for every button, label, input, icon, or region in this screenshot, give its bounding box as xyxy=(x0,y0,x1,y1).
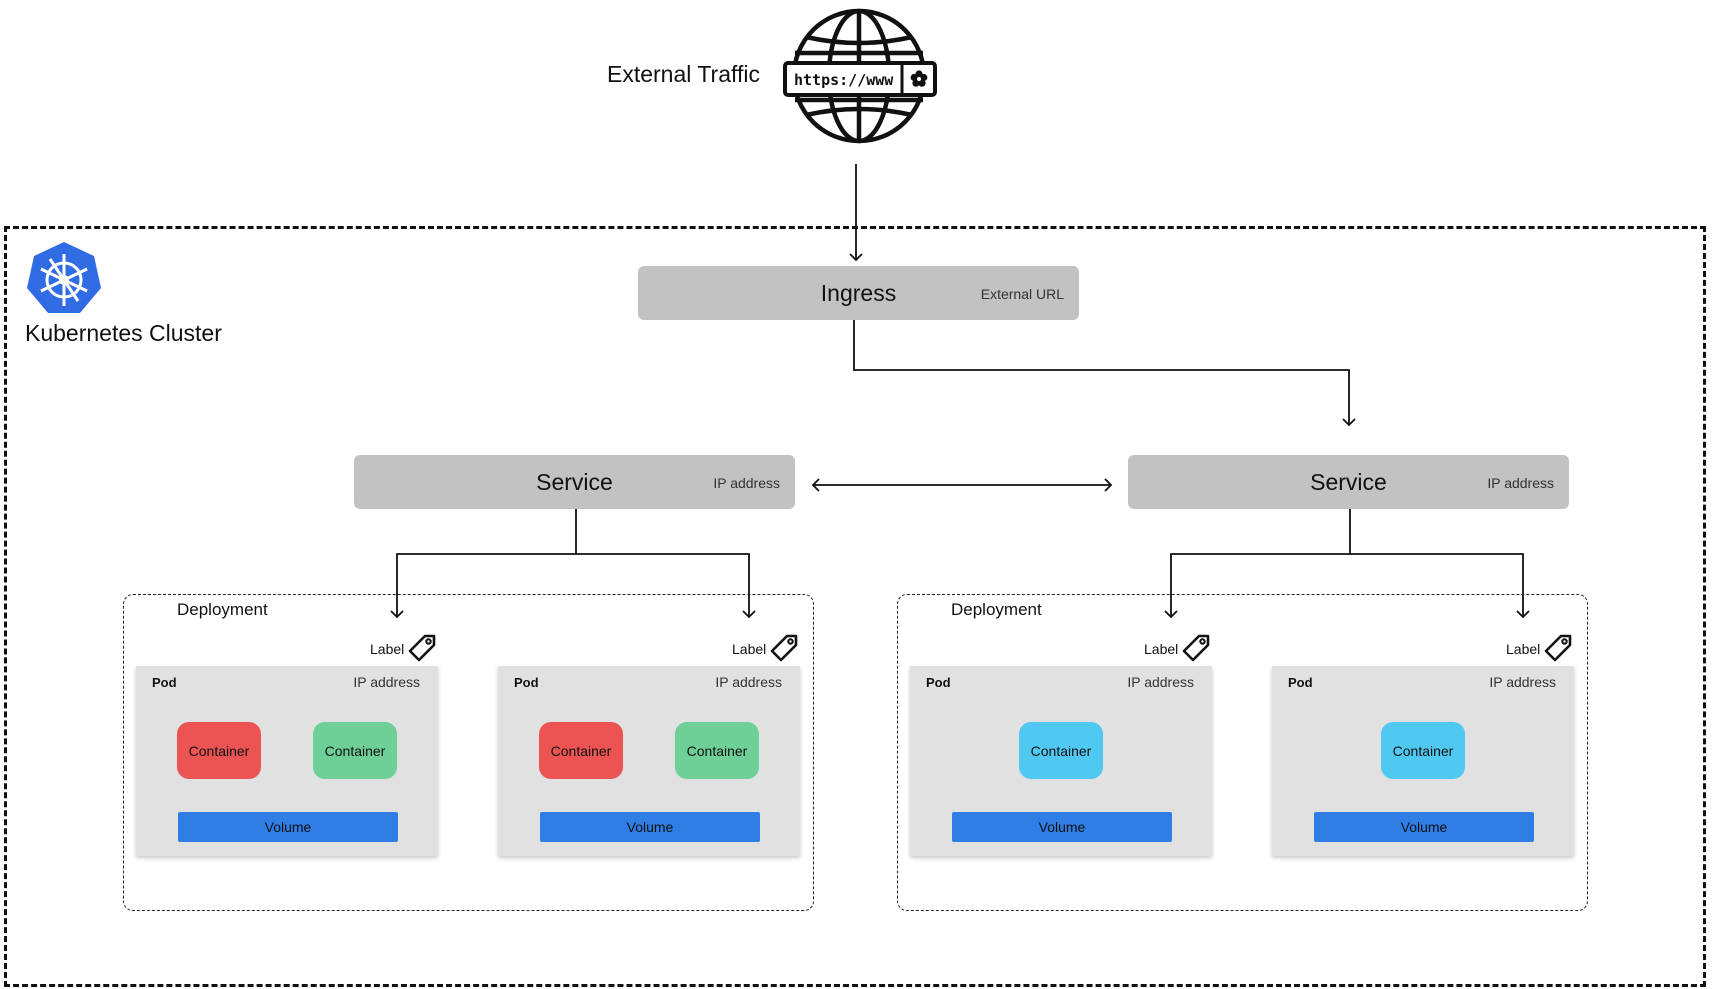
arrow-ingress-to-service-right xyxy=(853,320,1356,427)
tag-icon xyxy=(1182,634,1210,662)
deployment-box-left xyxy=(123,594,814,911)
container-box: Container xyxy=(313,722,397,779)
ingress-title: Ingress xyxy=(820,280,897,306)
arrow-service-right-to-pods xyxy=(1164,508,1351,619)
volume-box: Volume xyxy=(952,812,1172,842)
pod-label-tag: Label xyxy=(1144,641,1179,657)
container-box: Container xyxy=(675,722,759,779)
pod-label-tag: Label xyxy=(1506,641,1541,657)
service-ip: IP address xyxy=(713,475,780,491)
container-box: Container xyxy=(539,722,623,779)
pod-name: Pod xyxy=(152,675,177,690)
pod-name: Pod xyxy=(514,675,539,690)
globe-icon: https://www xyxy=(783,8,937,144)
deployment-label: Deployment xyxy=(951,600,1042,619)
pod-card: Pod IP address Container Container Volum… xyxy=(498,666,800,856)
service-ip: IP address xyxy=(1487,475,1554,491)
pod-ip: IP address xyxy=(715,674,782,690)
cluster-title: Kubernetes Cluster xyxy=(25,320,222,346)
pod-ip: IP address xyxy=(1489,674,1556,690)
kubernetes-logo-icon xyxy=(27,242,101,313)
volume-box: Volume xyxy=(540,812,760,842)
service-box-right: Service IP address xyxy=(1128,455,1569,509)
container-box: Container xyxy=(177,722,261,779)
pod-ip: IP address xyxy=(353,674,420,690)
external-traffic-label: External Traffic xyxy=(607,61,760,87)
tag-icon xyxy=(408,634,436,662)
ingress-box: Ingress External URL xyxy=(638,266,1079,320)
volume-box: Volume xyxy=(178,812,398,842)
service-title: Service xyxy=(1310,469,1387,495)
service-box-left: Service IP address xyxy=(354,455,795,509)
tag-icon xyxy=(770,634,798,662)
ingress-external-url: External URL xyxy=(980,286,1064,302)
pod-name: Pod xyxy=(926,675,951,690)
deployment-box-right xyxy=(897,594,1588,911)
container-box: Container xyxy=(1381,722,1465,779)
pod-card: Pod IP address Container Volume xyxy=(1272,666,1574,856)
service-title: Service xyxy=(536,469,613,495)
kubernetes-cluster-boundary xyxy=(4,226,1706,987)
pod-card: Pod IP address Container Volume xyxy=(910,666,1212,856)
pod-label-tag: Label xyxy=(370,641,405,657)
pod-name: Pod xyxy=(1288,675,1313,690)
container-box: Container xyxy=(1019,722,1103,779)
tag-icon xyxy=(1544,634,1572,662)
volume-box: Volume xyxy=(1314,812,1534,842)
pod-ip: IP address xyxy=(1127,674,1194,690)
pod-card: Pod IP address Container Container Volum… xyxy=(136,666,438,856)
globe-url-text: https://www xyxy=(794,71,894,89)
deployment-label: Deployment xyxy=(177,600,268,619)
pod-label-tag: Label xyxy=(732,641,767,657)
arrow-service-left-to-pods xyxy=(390,508,577,619)
